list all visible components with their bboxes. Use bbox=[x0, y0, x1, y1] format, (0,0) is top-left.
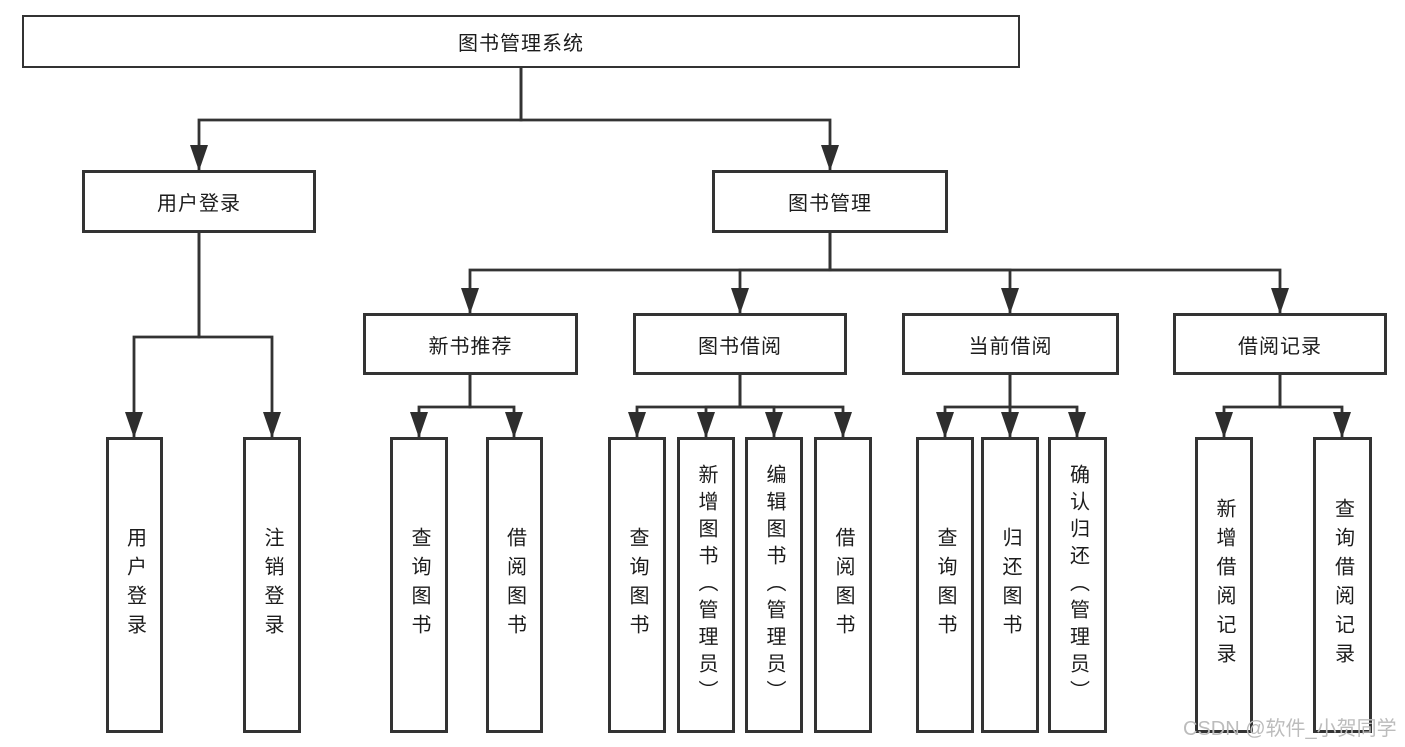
leaf-borrow-add-books-admin-label: 新增图书（管理员） bbox=[695, 463, 717, 707]
leaf-borrow-edit-books-admin-label: 编辑图书（管理员） bbox=[763, 463, 785, 707]
node-borrow-records-label: 借阅记录 bbox=[1238, 335, 1322, 358]
leaf-newbook-query-books: 查询图书 bbox=[390, 437, 448, 733]
node-current-borrow: 当前借阅 bbox=[902, 313, 1119, 375]
leaf-current-confirm-return-admin: 确认归还（管理员） bbox=[1048, 437, 1107, 733]
leaf-current-return-books-label: 归还图书 bbox=[999, 527, 1021, 643]
leaf-user-login-label: 用户登录 bbox=[123, 527, 146, 643]
node-user-login-label: 用户登录 bbox=[157, 193, 241, 215]
leaf-current-query-books: 查询图书 bbox=[916, 437, 974, 733]
node-book-borrow-label: 图书借阅 bbox=[698, 335, 782, 358]
leaf-logout-login: 注销登录 bbox=[243, 437, 301, 733]
node-root: 图书管理系统 bbox=[22, 15, 1020, 68]
leaf-newbook-borrow-books: 借阅图书 bbox=[486, 437, 543, 733]
node-new-book-recommend: 新书推荐 bbox=[363, 313, 578, 375]
node-book-management-label: 图书管理 bbox=[788, 193, 872, 215]
leaf-borrow-query-books: 查询图书 bbox=[608, 437, 666, 733]
leaf-borrow-query-books-label: 查询图书 bbox=[626, 527, 648, 643]
node-book-borrow: 图书借阅 bbox=[633, 313, 847, 375]
csdn-watermark: CSDN @软件_小贺同学 bbox=[1183, 718, 1397, 740]
leaf-newbook-borrow-books-label: 借阅图书 bbox=[503, 527, 526, 643]
leaf-records-add-borrow-record: 新增借阅记录 bbox=[1195, 437, 1253, 733]
leaf-borrow-borrow-books-label: 借阅图书 bbox=[832, 527, 854, 643]
leaf-records-query-borrow-record: 查询借阅记录 bbox=[1313, 437, 1372, 733]
node-current-borrow-label: 当前借阅 bbox=[968, 335, 1053, 358]
leaf-borrow-add-books-admin: 新增图书（管理员） bbox=[677, 437, 735, 733]
node-borrow-records: 借阅记录 bbox=[1173, 313, 1387, 375]
node-user-login: 用户登录 bbox=[82, 170, 316, 233]
leaf-current-return-books: 归还图书 bbox=[981, 437, 1039, 733]
leaf-current-query-books-label: 查询图书 bbox=[934, 527, 956, 643]
leaf-logout-login-label: 注销登录 bbox=[261, 527, 283, 643]
leaf-user-login: 用户登录 bbox=[106, 437, 163, 733]
leaf-borrow-borrow-books: 借阅图书 bbox=[814, 437, 872, 733]
node-book-management: 图书管理 bbox=[712, 170, 948, 233]
leaf-newbook-query-books-label: 查询图书 bbox=[408, 527, 430, 643]
leaf-current-confirm-return-admin-label: 确认归还（管理员） bbox=[1066, 463, 1089, 707]
leaf-borrow-edit-books-admin: 编辑图书（管理员） bbox=[745, 437, 803, 733]
leaf-records-add-borrow-record-label: 新增借阅记录 bbox=[1213, 498, 1235, 672]
leaf-records-query-borrow-record-label: 查询借阅记录 bbox=[1331, 498, 1354, 672]
node-root-label: 图书管理系统 bbox=[458, 33, 584, 55]
node-new-book-recommend-label: 新书推荐 bbox=[428, 335, 513, 358]
